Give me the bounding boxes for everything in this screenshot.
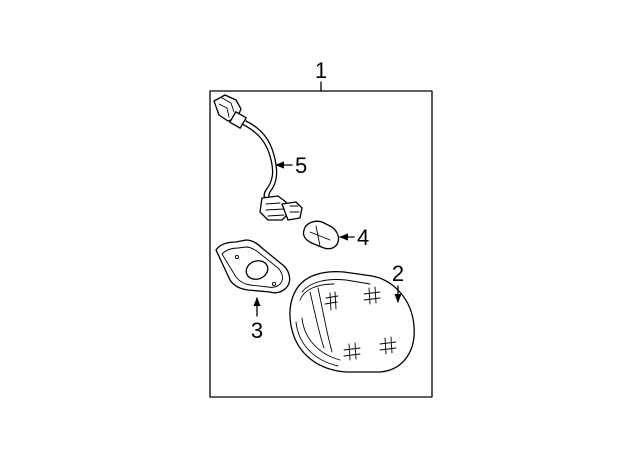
callout-assembly-label: 1 (315, 58, 327, 83)
socket-harness-part[interactable] (213, 94, 303, 221)
gasket-part[interactable] (215, 239, 291, 294)
callout-gasket[interactable]: 3 (251, 297, 263, 343)
callout-socket-label: 5 (295, 153, 307, 178)
callout-bulb[interactable]: 4 (339, 225, 369, 250)
callout-bulb-label: 4 (357, 225, 369, 250)
lens-part[interactable] (289, 270, 415, 373)
callout-socket[interactable]: 5 (275, 153, 307, 178)
callout-gasket-label: 3 (251, 318, 263, 343)
callout-lens-label: 2 (392, 261, 404, 286)
callout-lens[interactable]: 2 (392, 261, 404, 303)
bulb-part[interactable] (302, 220, 340, 250)
callout-assembly[interactable]: 1 (315, 58, 327, 92)
